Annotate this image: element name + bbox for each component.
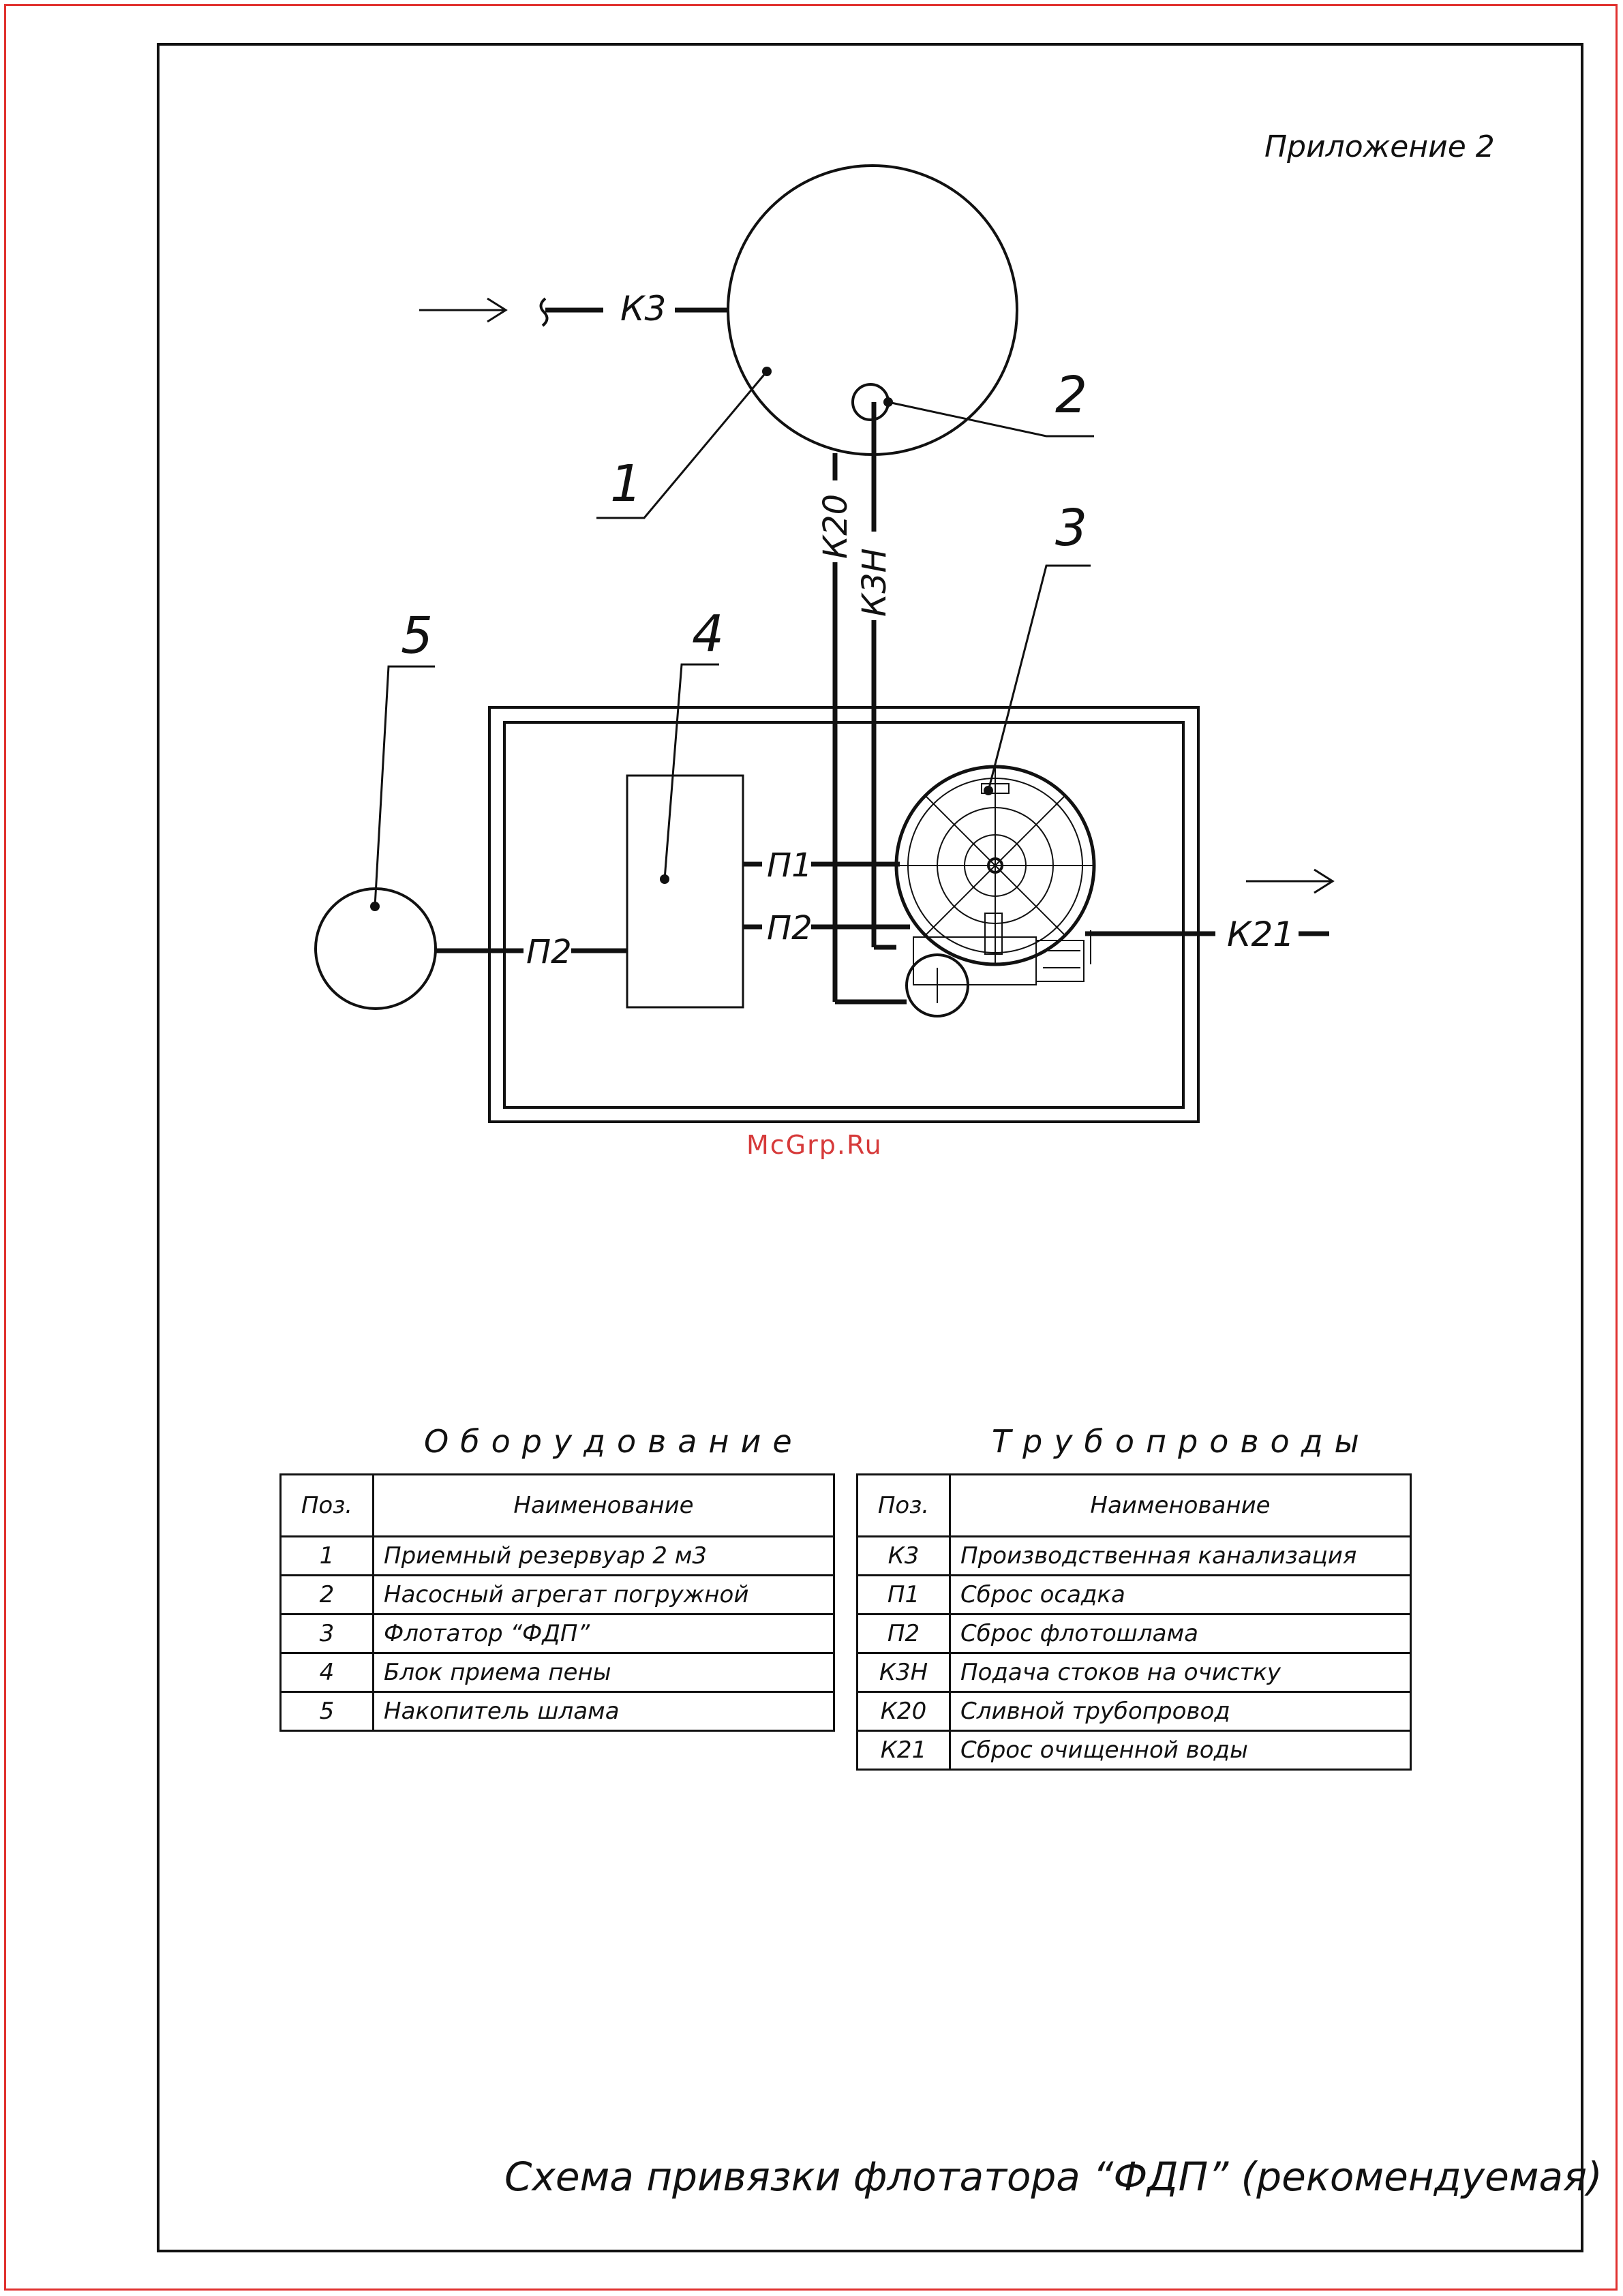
cell-name: Производственная канализация: [949, 1535, 1412, 1576]
cell-name: Флотатор “ФДП”: [372, 1613, 835, 1654]
pipe-label-k3n: К3Н: [855, 548, 894, 617]
cell-name: Приемный резервуар 2 м3: [372, 1535, 835, 1576]
drawing-frame: [157, 43, 1583, 2252]
flotator-pump: [905, 953, 969, 1017]
cell-name: Подача стоков на очистку: [949, 1652, 1412, 1693]
cell-name: Сброс флотошлама: [949, 1613, 1412, 1654]
col-header-pos: Поз.: [279, 1473, 374, 1537]
cell-name: Сброс очищенной воды: [949, 1730, 1412, 1771]
col-header-pos: Поз.: [856, 1473, 951, 1537]
pipe-label-k3: К3: [620, 289, 666, 328]
table-row: 4 Блок приема пены: [279, 1652, 835, 1693]
col-header-name: Наименование: [372, 1473, 835, 1537]
room-inner-wall: [503, 721, 1185, 1109]
table-header-row: Поз. Наименование: [279, 1473, 835, 1537]
pipe-label-p2-right: П2: [767, 909, 813, 947]
table-row: 1 Приемный резервуар 2 м3: [279, 1535, 835, 1576]
leader-3: [987, 564, 1091, 791]
pipe-label-p2-left: П2: [526, 933, 572, 971]
cell-pos: П1: [856, 1574, 951, 1615]
table-row: П1 Сброс осадка: [856, 1574, 1412, 1615]
pos-label-3: 3: [1055, 499, 1087, 557]
leader-1: [596, 371, 768, 519]
submersible-pump: [851, 383, 890, 421]
leader-5: [374, 665, 435, 907]
pos-label-1: 1: [610, 455, 642, 513]
watermark: McGrp.Ru: [746, 1130, 883, 1160]
cell-name: Накопитель шлама: [372, 1691, 835, 1732]
cell-name: Сброс осадка: [949, 1574, 1412, 1615]
table-row: П2 Сброс флотошлама: [856, 1613, 1412, 1654]
pipe-break-mark: [539, 297, 549, 327]
pos-label-5: 5: [401, 607, 433, 665]
leader-2: [888, 401, 1094, 438]
cell-pos: К21: [856, 1730, 951, 1771]
cell-pos: К3Н: [856, 1652, 951, 1693]
room-outer-wall: [488, 706, 1200, 1123]
equipment-table-title: Оборудование: [424, 1423, 804, 1460]
pipe-label-k21: К21: [1227, 915, 1294, 954]
cell-pos: 1: [279, 1535, 374, 1576]
pipelines-table: Поз. Наименование К3 Производственная ка…: [856, 1473, 1412, 1771]
cell-pos: 2: [279, 1574, 374, 1615]
sheet-outer-border: [4, 4, 1618, 2291]
pos-label-2: 2: [1055, 366, 1087, 425]
table-row: К3 Производственная канализация: [856, 1535, 1412, 1576]
cell-name: Насосный агрегат погружной: [372, 1574, 835, 1615]
table-row: 3 Флотатор “ФДП”: [279, 1613, 835, 1654]
pos-label-4: 4: [692, 604, 724, 663]
pipe-label-k20: К20: [817, 494, 855, 559]
cell-pos: 3: [279, 1613, 374, 1654]
table-row: 5 Накопитель шлама: [279, 1691, 835, 1732]
table-row: К21 Сброс очищенной воды: [856, 1730, 1412, 1771]
cell-pos: 4: [279, 1652, 374, 1693]
table-header-row: Поз. Наименование: [856, 1473, 1412, 1537]
foam-receiving-block: [626, 774, 744, 1009]
cell-pos: 5: [279, 1691, 374, 1732]
pipe-label-p1: П1: [767, 846, 813, 885]
cell-pos: П2: [856, 1613, 951, 1654]
cell-pos: К3: [856, 1535, 951, 1576]
leader-4: [663, 663, 719, 880]
table-row: К3Н Подача стоков на очистку: [856, 1652, 1412, 1693]
appendix-label: Приложение 2: [1264, 129, 1495, 164]
col-header-name: Наименование: [949, 1473, 1412, 1537]
table-row: 2 Насосный агрегат погружной: [279, 1574, 835, 1615]
drawing-title: Схема привязки флотатора “ФДП” (рекоменд…: [504, 2154, 1603, 2200]
equipment-table: Поз. Наименование 1 Приемный резервуар 2…: [279, 1473, 835, 1732]
cell-name: Сливной трубопровод: [949, 1691, 1412, 1732]
cell-pos: К20: [856, 1691, 951, 1732]
cell-name: Блок приема пены: [372, 1652, 835, 1693]
table-row: К20 Сливной трубопровод: [856, 1691, 1412, 1732]
flotator-fdp: [894, 765, 1096, 985]
pipelines-table-title: Трубопроводы: [992, 1423, 1371, 1460]
